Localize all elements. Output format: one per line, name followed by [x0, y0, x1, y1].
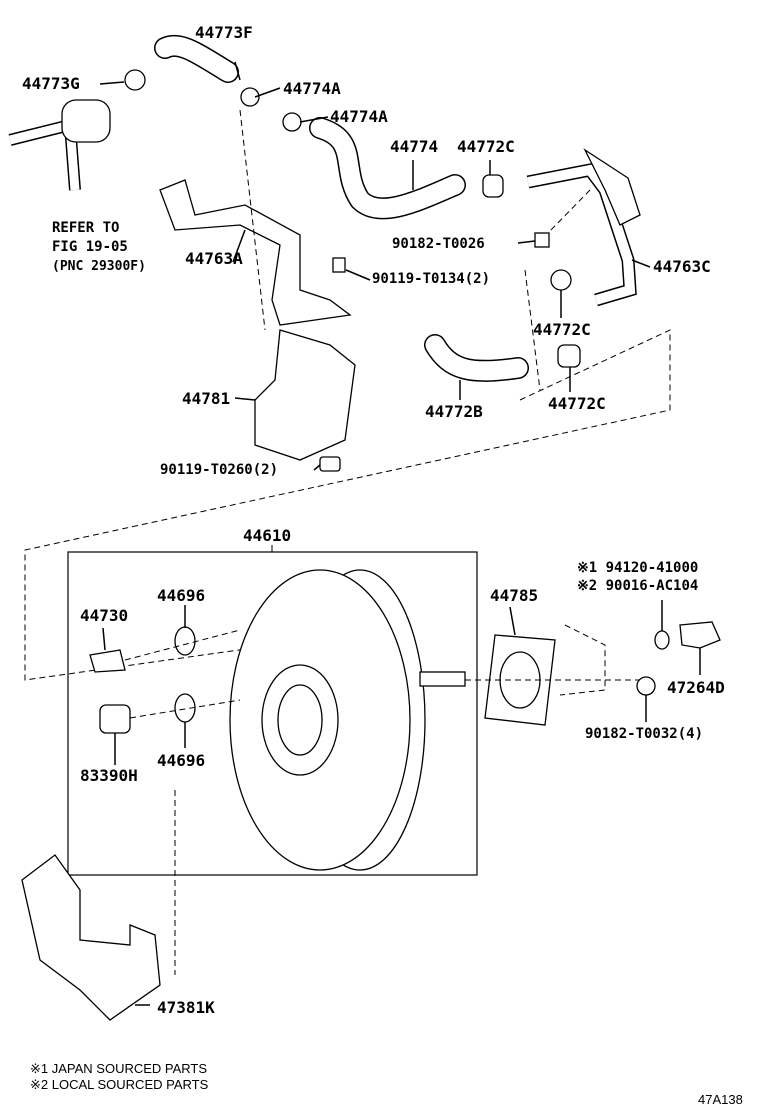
part-label[interactable]: 83390H	[80, 766, 138, 785]
footnote: ※1 JAPAN SOURCED PARTS	[30, 1061, 207, 1076]
bolt-90119-T0260[interactable]	[319, 456, 341, 472]
part-label[interactable]: 90182-T0026	[392, 236, 485, 252]
part-label[interactable]: 44774A	[283, 79, 341, 98]
part-label[interactable]: 44763C	[653, 257, 711, 276]
part-label[interactable]: 44772C	[457, 137, 515, 156]
part-label[interactable]: 44772C	[548, 394, 606, 413]
footnote: ※2 LOCAL SOURCED PARTS	[30, 1077, 209, 1092]
pipe-44763C[interactable]	[526, 148, 641, 307]
part-label[interactable]: 44773G	[22, 74, 80, 93]
part-label[interactable]: 90119-T0260(2)	[160, 462, 278, 478]
part-label[interactable]: 44772B	[425, 402, 483, 421]
brake-booster-44610[interactable]	[229, 569, 466, 871]
bolt-90119-T0134[interactable]	[332, 257, 346, 273]
part-label[interactable]: 44696	[157, 586, 205, 605]
valve-44773G[interactable]	[8, 69, 146, 191]
part-label[interactable]: 47264D	[667, 678, 725, 697]
part-label[interactable]: 44730	[80, 606, 128, 625]
bracket-44781[interactable]	[254, 329, 356, 461]
part-label[interactable]: 44774A	[330, 107, 388, 126]
part-label[interactable]: ※1 94120-41000	[577, 560, 698, 576]
clamp-44772C-3[interactable]	[557, 344, 581, 368]
clevis-47264D[interactable]	[679, 621, 721, 649]
part-label[interactable]: 44696	[157, 751, 205, 770]
part-label[interactable]: 44781	[182, 389, 230, 408]
sensor-83390H[interactable]	[99, 704, 131, 734]
grommet-44696[interactable]	[174, 626, 196, 656]
part-label[interactable]: 44785	[490, 586, 538, 605]
clamp-44772C[interactable]	[482, 174, 504, 198]
valve-44730[interactable]	[89, 649, 126, 673]
hose-44773F[interactable]	[154, 34, 239, 83]
clamp-44774A[interactable]	[240, 87, 260, 107]
bracket-47381K[interactable]	[21, 854, 161, 1021]
nut-90016[interactable]	[654, 630, 670, 650]
part-label[interactable]: 47381K	[157, 998, 215, 1017]
part-label[interactable]: 90119-T0134(2)	[372, 271, 490, 287]
figure-id: 47A138	[698, 1092, 743, 1107]
part-label[interactable]: ※2 90016-AC104	[577, 578, 698, 594]
reference-line: (PNC 29300F)	[52, 259, 146, 274]
clamp-44774A-2[interactable]	[282, 112, 302, 132]
part-label[interactable]: 90182-T0032(4)	[585, 726, 703, 742]
part-label[interactable]: 44610	[243, 526, 291, 545]
reference-line: FIG 19-05	[52, 239, 128, 255]
part-label[interactable]: 44774	[390, 137, 438, 156]
reference-line: REFER TO	[52, 220, 119, 236]
hose-44774[interactable]	[309, 117, 466, 220]
clamp-44772C-2[interactable]	[550, 269, 572, 291]
part-label[interactable]: 44772C	[533, 320, 591, 339]
nut-90182-T0032[interactable]	[636, 676, 656, 696]
clip-90182-T0026[interactable]	[534, 232, 550, 248]
part-label[interactable]: 44773F	[195, 23, 253, 42]
bracket-44763A[interactable]	[159, 179, 352, 326]
part-label[interactable]: 44763A	[185, 249, 243, 268]
hose-44772B[interactable]	[424, 334, 529, 382]
